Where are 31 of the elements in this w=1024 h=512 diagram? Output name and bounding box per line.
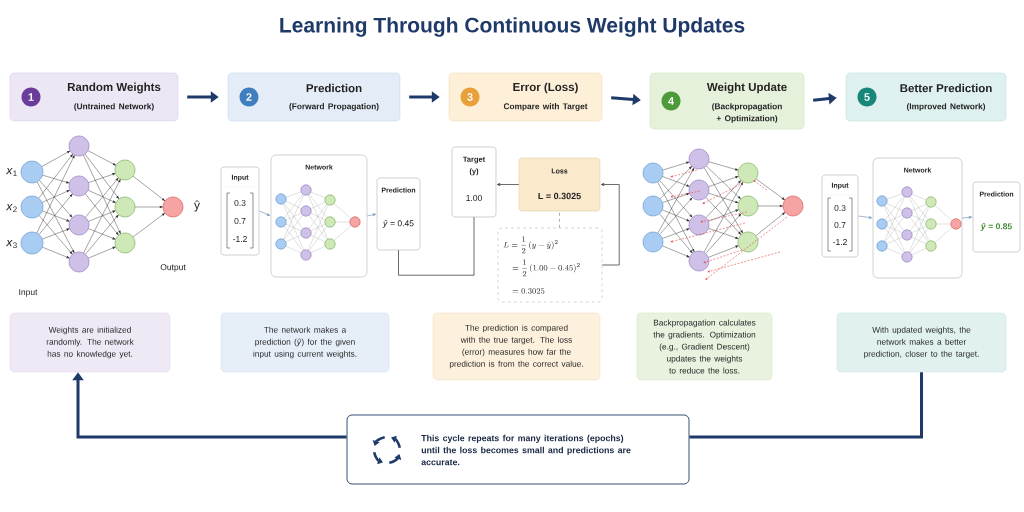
variable-label: x$_{3}$ bbox=[5, 239, 17, 249]
step-box: 5 Better Prediction (Improved Network) bbox=[845, 72, 1007, 122]
step-box: 2 Prediction (Forward Propagation) bbox=[227, 72, 401, 122]
formula-box: $L = \frac{1}{2}\,(y - \hat{y})^2$ $= \frac{1}{2}\,(1.00 - 0.45)^2$ $= 0.3025$ bbox=[497, 227, 603, 303]
description-box: Weights are initialized randomly. The network has no knowledge yet. bbox=[9, 312, 171, 373]
description-box: The prediction is compared with the true target. The loss (error) measures how far the prediction is from the correct value. bbox=[432, 312, 601, 381]
step-box: 1 Random Weights (Untrained Network) bbox=[9, 72, 179, 122]
step-box: 3 Error (Loss) Compare with Target bbox=[448, 72, 603, 122]
arrow bbox=[258, 210, 271, 216]
arrow bbox=[961, 215, 973, 219]
arrow bbox=[72, 372, 347, 439]
layer-label: Output bbox=[160, 264, 186, 272]
arrow bbox=[366, 213, 377, 217]
number-badge: 3 bbox=[460, 87, 480, 107]
description-box: The network makes a prediction (ŷ) for the given input using current weights. bbox=[220, 312, 390, 373]
cycle-box: This cycle repeats for many iterations (epochs) until the loss becomes small and predictions are accurate. bbox=[346, 414, 690, 485]
description-box: Backpropagation calculates the gradients. Optimization (e.g., Gradient Descent) updates the weights to reduce the loss. bbox=[636, 312, 773, 381]
arrow bbox=[857, 215, 873, 219]
number-badge: 4 bbox=[661, 91, 681, 111]
output-symbol: ŷ bbox=[194, 200, 200, 212]
arrow bbox=[600, 183, 620, 266]
layer-label: Input bbox=[19, 289, 38, 297]
variable-label: x$_{2}$ bbox=[5, 203, 17, 213]
step-box: 4 Weight Update (Backpropagation + Optimization) bbox=[649, 72, 805, 130]
title: Learning Through Continuous Weight Updates bbox=[280, 17, 745, 37]
variable-label: x$_{1}$ bbox=[5, 167, 17, 177]
number-badge: 1 bbox=[21, 87, 41, 107]
number-badge: 2 bbox=[239, 87, 259, 107]
arrow bbox=[496, 183, 520, 186]
number-badge: 5 bbox=[857, 87, 877, 107]
description-box: With updated weights, the network makes a better prediction, closer to the target. bbox=[836, 312, 1007, 373]
